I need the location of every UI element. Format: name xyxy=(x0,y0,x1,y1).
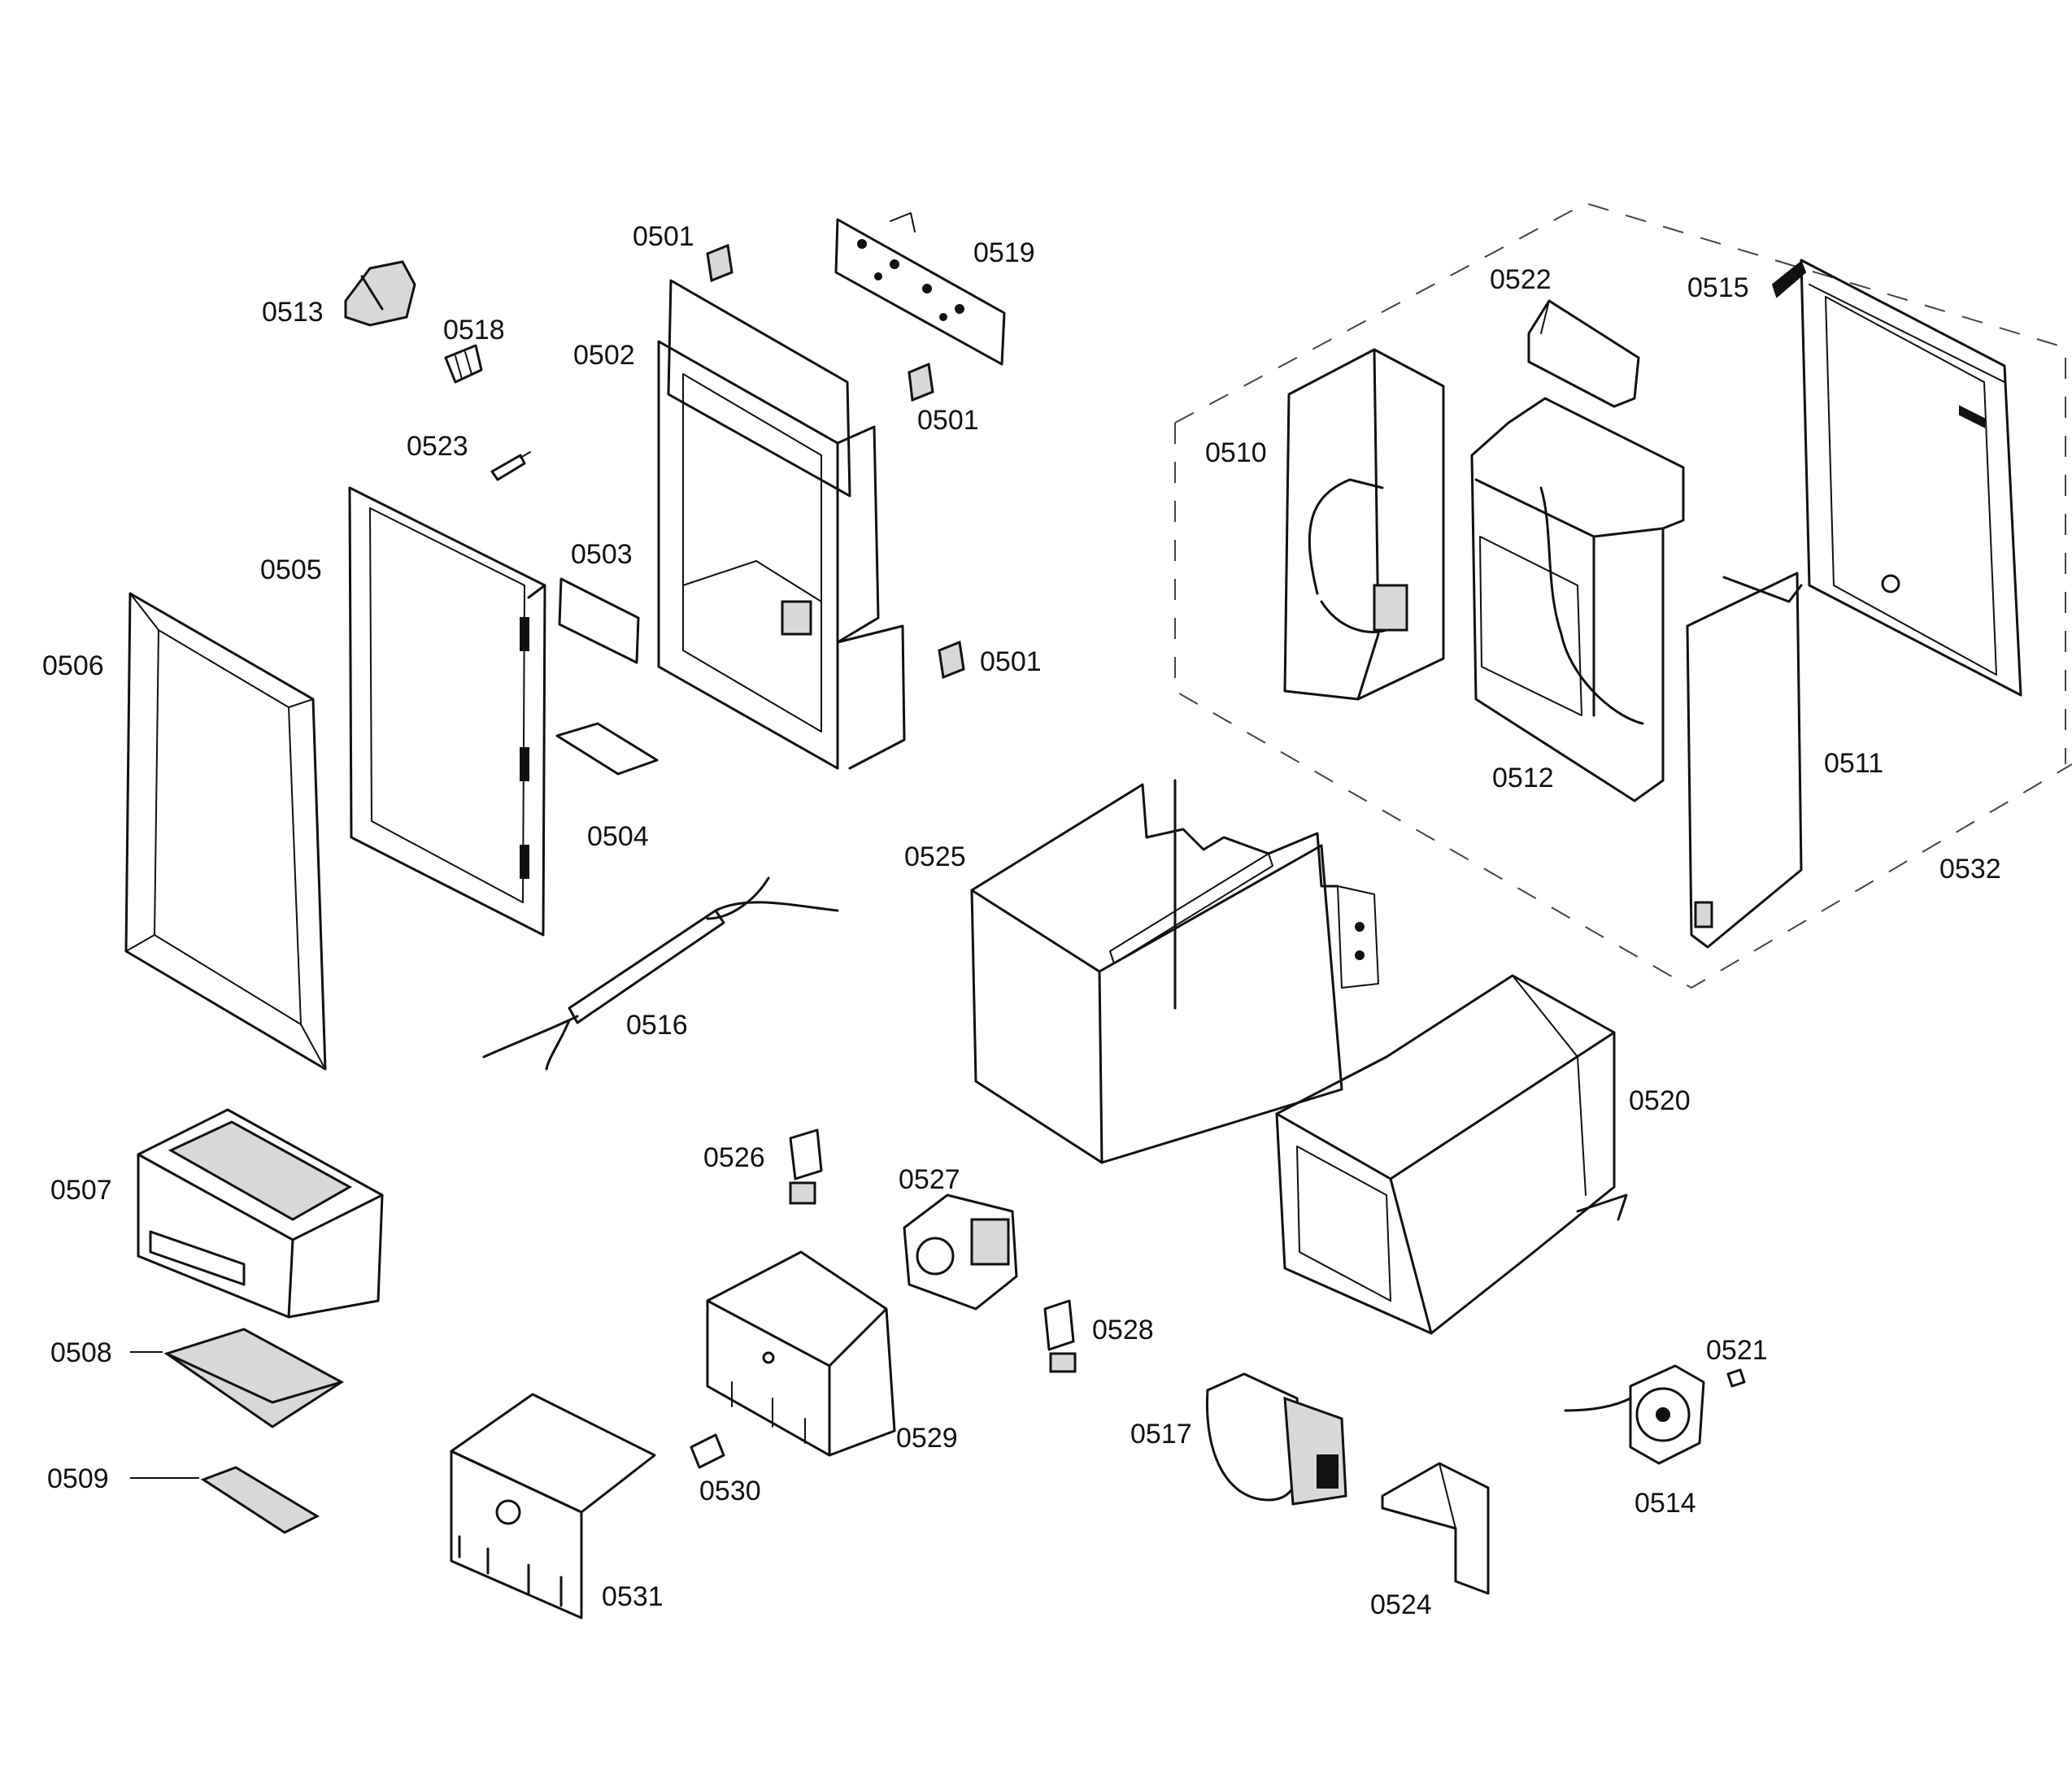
part-0503-plate[interactable] xyxy=(558,577,640,664)
part-0520-bin[interactable] xyxy=(1275,974,1628,1335)
part-0509-small-tray[interactable] xyxy=(200,1466,320,1534)
label-0523[interactable]: 0523 xyxy=(407,431,468,462)
assembly-boundary-0532 xyxy=(1174,202,2072,989)
part-0505-inner-frame[interactable] xyxy=(348,486,546,937)
label-0521[interactable]: 0521 xyxy=(1706,1335,1768,1366)
label-0505[interactable]: 0505 xyxy=(260,554,322,585)
label-0513[interactable]: 0513 xyxy=(262,297,324,328)
part-0527-motor[interactable] xyxy=(903,1193,1018,1311)
part-0508-tray[interactable] xyxy=(163,1328,344,1428)
part-0519-circuit-board[interactable] xyxy=(834,212,1006,366)
label-0506[interactable]: 0506 xyxy=(42,650,104,681)
label-0510[interactable]: 0510 xyxy=(1205,437,1267,468)
part-0514-fan[interactable] xyxy=(1564,1364,1705,1465)
part-0522-top-cover[interactable] xyxy=(1527,299,1640,408)
label-0515[interactable]: 0515 xyxy=(1687,272,1749,303)
part-0501-clip-top[interactable] xyxy=(706,243,733,283)
label-0512[interactable]: 0512 xyxy=(1492,763,1554,793)
label-0530[interactable]: 0530 xyxy=(699,1476,761,1506)
part-0502-housing[interactable] xyxy=(657,279,906,770)
part-0517-fan-housing[interactable] xyxy=(1205,1372,1347,1506)
label-0511[interactable]: 0511 xyxy=(1824,748,1883,779)
label-0501-middle[interactable]: 0501 xyxy=(917,405,979,436)
part-0528-valve[interactable] xyxy=(1043,1299,1077,1373)
part-0504-plate[interactable] xyxy=(555,722,659,776)
label-0532[interactable]: 0532 xyxy=(1939,854,2001,885)
label-0528[interactable]: 0528 xyxy=(1092,1315,1154,1345)
part-0521-screw[interactable] xyxy=(1726,1368,1746,1388)
part-0513-knob[interactable] xyxy=(344,260,416,327)
part-0512-evaporator[interactable] xyxy=(1470,397,1685,802)
part-0501-clip-middle[interactable] xyxy=(908,362,934,402)
part-0515-door-panel[interactable] xyxy=(1771,259,2022,697)
part-0529-control-box[interactable] xyxy=(706,1250,896,1457)
label-0520[interactable]: 0520 xyxy=(1629,1085,1691,1116)
label-0501-top[interactable]: 0501 xyxy=(633,221,694,252)
part-0511-side-panel[interactable] xyxy=(1686,572,1803,949)
label-0517[interactable]: 0517 xyxy=(1130,1419,1192,1450)
label-0529[interactable]: 0529 xyxy=(896,1423,958,1454)
label-0507[interactable]: 0507 xyxy=(50,1175,112,1206)
label-0509[interactable]: 0509 xyxy=(47,1463,109,1494)
label-0518[interactable]: 0518 xyxy=(443,315,505,346)
label-0522[interactable]: 0522 xyxy=(1490,264,1552,295)
label-0525[interactable]: 0525 xyxy=(904,841,966,872)
label-0502[interactable]: 0502 xyxy=(573,340,635,371)
label-0526[interactable]: 0526 xyxy=(703,1142,765,1173)
part-0530-clip[interactable] xyxy=(690,1433,725,1469)
label-0503[interactable]: 0503 xyxy=(571,539,633,570)
label-0504[interactable]: 0504 xyxy=(587,821,649,852)
label-0519[interactable]: 0519 xyxy=(973,237,1035,268)
part-labels: 0501 0501 0501 0502 0503 0504 0505 0506 … xyxy=(42,221,2001,1620)
part-0523-pin[interactable] xyxy=(490,451,531,481)
part-0518-plug[interactable] xyxy=(444,344,483,384)
label-0516[interactable]: 0516 xyxy=(626,1010,688,1041)
part-0507-bucket[interactable] xyxy=(137,1108,384,1319)
part-0531-cover-plate[interactable] xyxy=(450,1393,656,1619)
label-0524[interactable]: 0524 xyxy=(1370,1589,1432,1620)
part-0510-duct[interactable] xyxy=(1283,348,1445,701)
label-0531[interactable]: 0531 xyxy=(602,1581,664,1612)
label-0501-right[interactable]: 0501 xyxy=(980,646,1042,677)
label-0514[interactable]: 0514 xyxy=(1635,1488,1696,1519)
part-0524-bracket[interactable] xyxy=(1381,1462,1490,1595)
part-0506-outer-frame[interactable] xyxy=(124,592,327,1071)
part-0526-valve[interactable] xyxy=(789,1128,823,1205)
part-0525-bracket-box[interactable] xyxy=(970,779,1379,1164)
part-0501-clip-right[interactable] xyxy=(938,640,965,680)
label-0508[interactable]: 0508 xyxy=(50,1337,112,1368)
label-0527[interactable]: 0527 xyxy=(899,1164,960,1195)
leader-lines xyxy=(130,1351,199,1479)
part-0516-wire[interactable] xyxy=(482,876,839,1071)
